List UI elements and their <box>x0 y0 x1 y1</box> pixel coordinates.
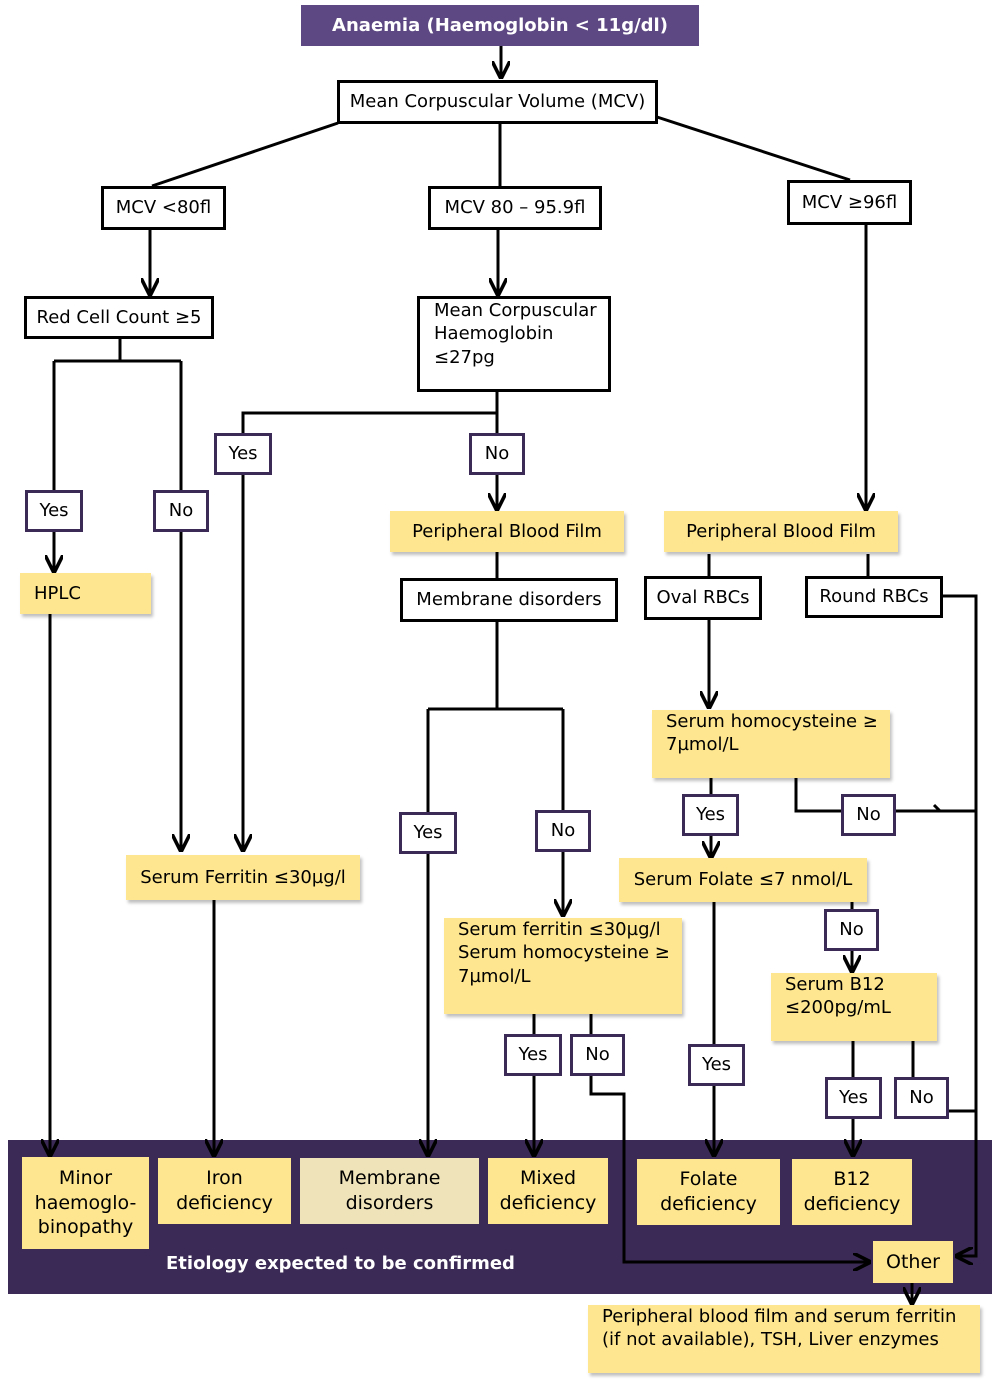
membrane-line-1: Membrane <box>338 1167 441 1190</box>
serum-folate-box: Serum Folate ≤7 nmol/L <box>619 858 867 902</box>
mcv-low-box: MCV <80fl <box>101 186 226 230</box>
membrane-line-2: disorders <box>345 1192 434 1214</box>
outcome-minor-haemoglobinopathy: Minor haemoglo- binopathy <box>22 1157 149 1249</box>
yes-label-folate: Yes <box>688 1044 745 1086</box>
ferritin-homocysteine-box: Serum ferritin ≤30µg/l Serum homocystein… <box>444 918 682 1014</box>
combo-line-3: 7µmol/L <box>458 965 531 987</box>
no-label-homocysteine: No <box>841 794 896 836</box>
folate-line-1: Folate <box>679 1168 738 1191</box>
oval-rbcs-box: Oval RBCs <box>644 576 762 620</box>
outcome-mixed-deficiency: Mixed deficiency <box>488 1158 608 1224</box>
minor-line-3: binopathy <box>37 1216 134 1239</box>
homocysteine-line-1: Serum homocysteine ≥ <box>666 711 878 732</box>
homocysteine-line-2: 7µmol/L <box>666 734 739 756</box>
homocysteine-box: Serum homocysteine ≥ 7µmol/L <box>652 710 890 778</box>
outcome-iron-deficiency: Iron deficiency <box>158 1158 291 1224</box>
no-label-combo: No <box>570 1034 625 1076</box>
mch-line-3: ≤27pg <box>434 346 495 368</box>
yes-label-redcell: Yes <box>25 490 83 532</box>
yes-label-mch: Yes <box>214 433 272 475</box>
round-rbcs-box: Round RBCs <box>805 576 943 618</box>
combo-line-2: Serum homocysteine ≥ <box>458 942 670 964</box>
etiology-banner: Etiology expected to be confirmed <box>166 1253 515 1274</box>
outcome-other: Other <box>873 1241 953 1283</box>
yes-label-combo: Yes <box>504 1034 562 1076</box>
final-tests-box: Peripheral blood film and serum ferritin… <box>588 1305 980 1373</box>
pbf-box-mid: Peripheral Blood Film <box>390 511 624 552</box>
yes-label-membrane: Yes <box>399 812 457 854</box>
outcome-membrane-disorders: Membrane disorders <box>300 1158 479 1224</box>
mcv-mid-box: MCV 80 – 95.9fl <box>428 186 602 230</box>
mch-line-2: Haemoglobin <box>434 323 554 345</box>
anaemia-title: Anaemia (Haemoglobin < 11g/dl) <box>301 5 699 46</box>
membrane-disorders-q: Membrane disorders <box>400 578 618 622</box>
hplc-box: HPLC <box>20 573 151 614</box>
no-label-redcell: No <box>153 490 209 532</box>
serum-b12-box: Serum B12 ≤200pg/mL <box>771 973 937 1041</box>
b12-line-1: Serum B12 <box>785 974 885 995</box>
yes-label-b12: Yes <box>825 1077 882 1119</box>
b12-line-2: ≤200pg/mL <box>785 997 891 1019</box>
outcome-b12-deficiency: B12 deficiency <box>792 1159 912 1225</box>
red-cell-count-box: Red Cell Count ≥5 <box>24 296 214 339</box>
final-line-1: Peripheral blood film and serum ferritin <box>602 1306 957 1327</box>
mixed-line-2: deficiency <box>499 1192 597 1214</box>
combo-line-1: Serum ferritin ≤30µg/l <box>458 919 661 940</box>
minor-line-2: haemoglo- <box>34 1191 137 1214</box>
no-label-folate: No <box>824 909 879 951</box>
no-label-b12: No <box>894 1077 949 1119</box>
yes-label-homocysteine: Yes <box>682 794 739 836</box>
mcv-box: Mean Corpuscular Volume (MCV) <box>337 80 658 124</box>
b12-deficiency-line-1: B12 <box>833 1168 871 1191</box>
outcome-folate-deficiency: Folate deficiency <box>637 1159 780 1225</box>
final-line-2: (if not available), TSH, Liver enzymes <box>602 1329 939 1351</box>
b12-deficiency-line-2: deficiency <box>803 1193 901 1215</box>
mch-line-1: Mean Corpuscular <box>434 300 597 321</box>
minor-line-1: Minor <box>58 1166 113 1189</box>
iron-line-2: deficiency <box>176 1192 273 1214</box>
mch-box: Mean Corpuscular Haemoglobin ≤27pg <box>417 296 611 392</box>
mixed-line-1: Mixed <box>519 1167 577 1190</box>
mcv-high-box: MCV ≥96fl <box>787 180 912 225</box>
iron-line-1: Iron <box>206 1167 243 1190</box>
serum-ferritin-box: Serum Ferritin ≤30µg/l <box>126 855 360 900</box>
folate-line-2: deficiency <box>660 1193 757 1215</box>
no-label-mch: No <box>469 433 525 475</box>
pbf-box-high: Peripheral Blood Film <box>664 511 898 552</box>
no-label-membrane: No <box>535 810 591 852</box>
